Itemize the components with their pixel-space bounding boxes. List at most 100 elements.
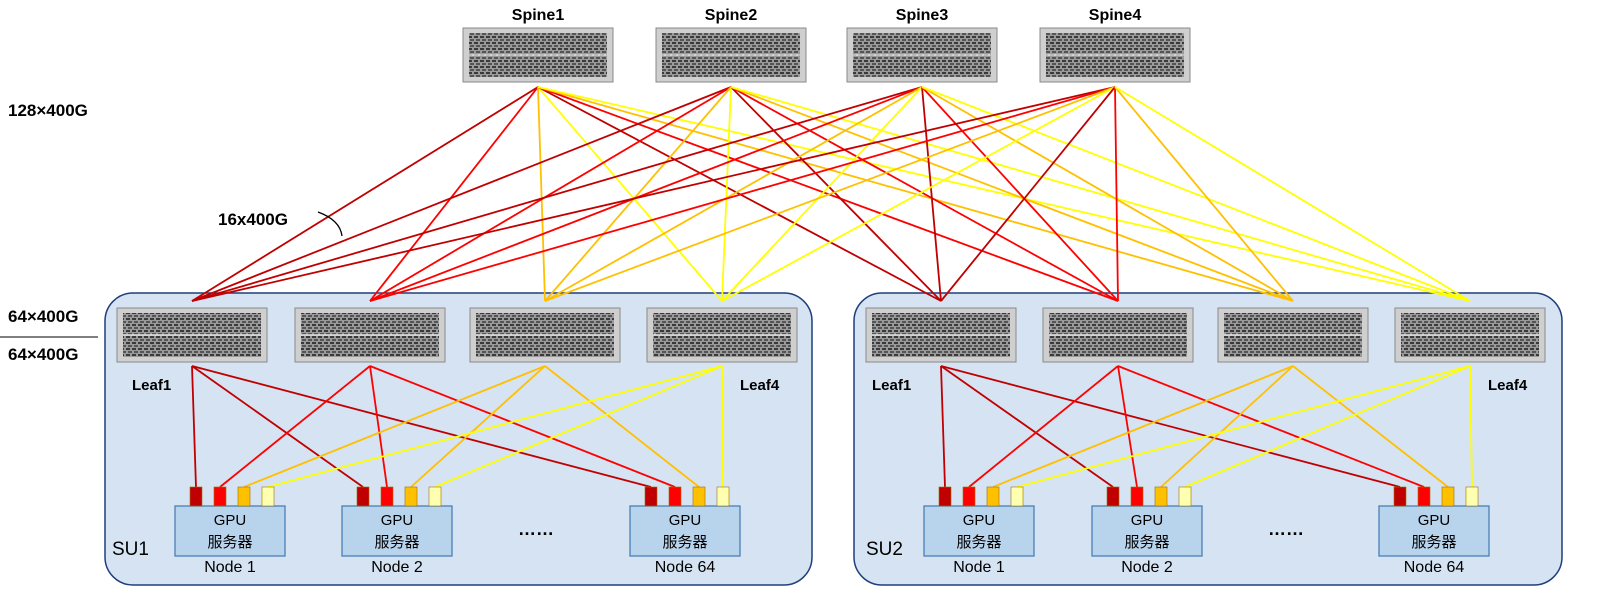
leaf-node-link [940,365,1401,488]
spine-leaf-link [921,86,942,302]
gpu-server-box [1378,505,1490,557]
leaf-node-link [544,365,700,488]
node-name: Node 1 [953,559,1005,576]
gpu-server-box [629,505,741,557]
leaf-node-link [191,365,197,488]
spine-leaf-link [369,86,732,302]
nic-port [213,486,227,507]
nic-port [644,486,658,507]
spine-switch [655,27,807,83]
gpu-server-node [923,486,1035,557]
leaf-node-link [1184,365,1471,488]
nic-port [1010,486,1024,507]
spine-leaf-link [537,86,723,302]
spine-leaf-link [537,86,1471,302]
gpu-server-node [1091,486,1203,557]
spine-leaf-link [921,86,1471,302]
spine-switch [846,27,998,83]
leaf-node-link [369,365,388,488]
nic-port [428,486,442,507]
nic-port [1178,486,1192,507]
spine-leaf-link [921,86,1119,302]
leaf-switch [469,307,621,363]
gpu-server-node [629,486,741,557]
leaf-switch [646,307,798,363]
nic-port [668,486,682,507]
spine-leaf-link [730,86,1119,302]
spine-leaf-link [191,86,1116,302]
cable-links [191,86,1473,488]
spine-leaf-link [544,86,732,302]
spine-switch [462,27,614,83]
unit-name: SU1 [112,539,149,560]
leaf-node-link [1016,365,1471,488]
node-label-server: 服务器 [662,534,707,551]
nic-port [404,486,418,507]
node-label-gpu: GPU [381,512,414,529]
leaf-node-link [721,365,724,488]
leaf-node-link [191,365,364,488]
node-label-server: 服务器 [207,534,252,551]
nic-port [1393,486,1407,507]
spine-leaf-link [1114,86,1294,302]
leaf-label-first: Leaf1 [132,377,171,394]
gpu-server-node [174,486,286,557]
leaf-uplink-label: 64×400G [8,307,78,326]
leaf-downlink-label: 64×400G [8,345,78,364]
leaf-node-link [1469,365,1473,488]
spine-label: Spine4 [1089,7,1142,24]
gpu-server-box [1091,505,1203,557]
nic-port [237,486,251,507]
spine-port-label: 128×400G [8,101,88,120]
node-name: Node 64 [655,559,716,576]
spine-leaf-link [537,86,546,302]
gpu-server-box [174,505,286,557]
leaf-node-link [369,365,676,488]
leaf-node-link [243,365,546,488]
nic-port [716,486,730,507]
spine-leaf-link [730,86,1294,302]
link-bundle-arc [317,211,343,237]
gpu-server-box [923,505,1035,557]
leaf-switch [1042,307,1194,363]
leaf-switch [865,307,1017,363]
nic-port [189,486,203,507]
leaf-node-link [1292,365,1449,488]
spine-label: Spine2 [705,7,758,24]
nic-port [692,486,706,507]
nic-port [1106,486,1120,507]
node-label-server: 服务器 [1124,534,1169,551]
spine-leaf-link [940,86,1116,302]
leaf-node-link [968,365,1119,488]
spine-switch [1039,27,1191,83]
spine-leaf-link [544,86,1116,302]
nic-port [1154,486,1168,507]
ellipsis: …… [1268,519,1304,539]
leaf-node-link [1117,365,1425,488]
leaf-switch [116,307,268,363]
link-bundle-label: 16x400G [218,210,288,229]
leaf-node-link [940,365,946,488]
spine-leaf-link [730,86,942,302]
leaf-node-link [1117,365,1138,488]
ellipsis: …… [518,519,554,539]
node-label-gpu: GPU [669,512,702,529]
node-name: Node 2 [1121,559,1173,576]
node-label-gpu: GPU [1418,512,1451,529]
node-label-gpu: GPU [963,512,996,529]
node-label-gpu: GPU [1131,512,1164,529]
spine-leaf-link [369,86,923,302]
leaf-node-link [267,365,723,488]
leaf-node-link [434,365,723,488]
leaf-switch [1217,307,1369,363]
spine-leaf-link [537,86,1294,302]
leaf-node-link [1160,365,1294,488]
spine-leaf-link [721,86,1116,302]
node-label-server: 服务器 [374,534,419,551]
nic-port [938,486,952,507]
nic-port [986,486,1000,507]
nic-port [1130,486,1144,507]
node-name: Node 64 [1404,559,1465,576]
spine-leaf-link [1114,86,1119,302]
